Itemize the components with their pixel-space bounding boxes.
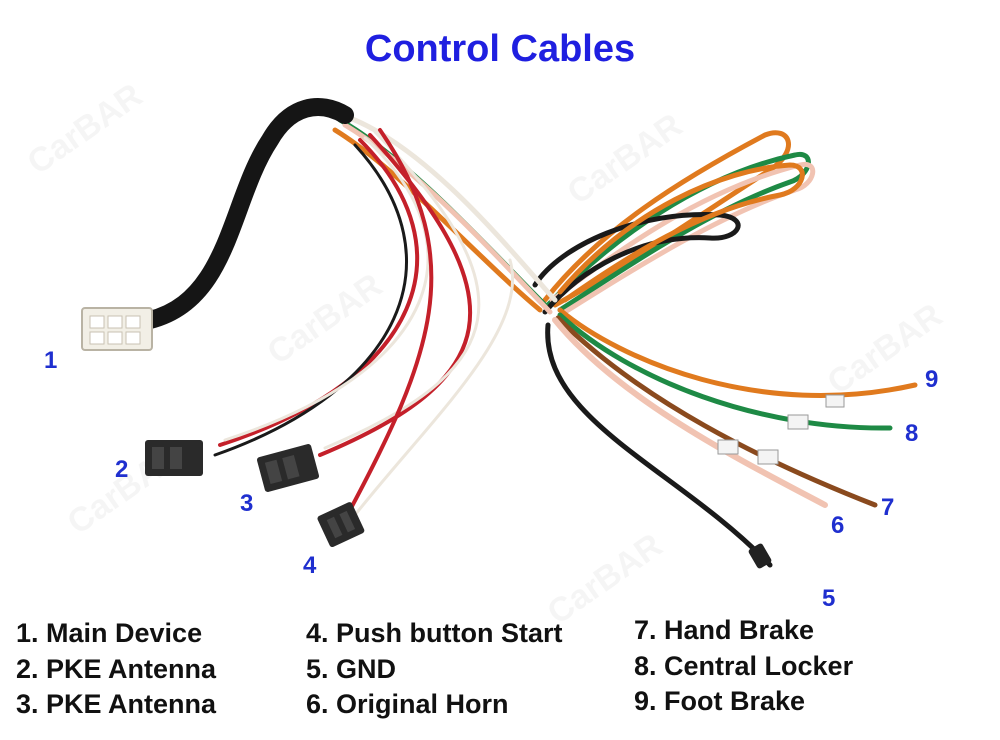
wire-white-antenna-3 (323, 130, 481, 450)
main-device-connector (81, 307, 153, 351)
wire-coil-black (532, 212, 741, 315)
callout-4: 4 (303, 552, 317, 579)
legend-item: 3. PKE Antenna (16, 689, 217, 719)
wire-original-horn (552, 317, 828, 508)
wire-coil-green (545, 151, 811, 313)
callout-8: 8 (905, 420, 919, 447)
legend-item: 6. Original Horn (306, 689, 509, 719)
callout-7: 7 (881, 494, 895, 521)
legend-item: 9. Foot Brake (634, 686, 806, 716)
legend-item: 5. GND (306, 653, 397, 684)
wire-pink (342, 122, 553, 315)
black-sheath (141, 98, 354, 329)
wire-foot-brake (557, 307, 918, 398)
wire-red-antenna-3 (318, 133, 473, 457)
pke-antenna-connector-2 (145, 440, 203, 476)
diagram-title: Control Cables (364, 28, 636, 70)
push-start-connector (317, 502, 365, 548)
legend-column-3: 7. Hand Brake 8. Central Locker 9. Foot … (634, 613, 853, 720)
wire-white-antenna-2 (223, 136, 430, 442)
legend-item: 8. Central Locker (634, 650, 854, 681)
wire-gnd (545, 322, 773, 568)
wire-orange (332, 127, 543, 313)
wire-tag (787, 414, 809, 430)
wire-white-push-start (353, 258, 514, 517)
wire-tag (717, 439, 739, 455)
legend-item: 7. Hand Brake (634, 615, 815, 645)
callout-3: 3 (240, 490, 254, 517)
wire-black-antenna-2 (213, 143, 408, 457)
callout-6: 6 (831, 512, 845, 539)
gnd-terminal (748, 543, 772, 569)
legend-item: 1. Main Device (16, 618, 203, 648)
wire-coil-pink (549, 161, 816, 315)
wire-tag (825, 394, 845, 408)
legend-column-2: 4. Push button Start 5. GND 6. Original … (306, 616, 563, 723)
wire-hand-brake (555, 315, 878, 508)
callout-1: 1 (44, 347, 58, 374)
wire-central-locker (557, 312, 893, 431)
pke-antenna-connector-3 (256, 444, 320, 492)
callout-2: 2 (115, 456, 129, 483)
callout-9: 9 (925, 366, 939, 393)
wire-red-push-start (348, 128, 434, 512)
callout-5: 5 (822, 585, 836, 612)
legend-item: 4. Push button Start (306, 618, 563, 648)
wire-tag (757, 449, 779, 465)
legend-item: 2. PKE Antenna (16, 653, 217, 684)
wire-coil-orange (557, 162, 805, 303)
legend-column-1: 1. Main Device 2. PKE Antenna 3. PKE Ant… (16, 616, 216, 723)
